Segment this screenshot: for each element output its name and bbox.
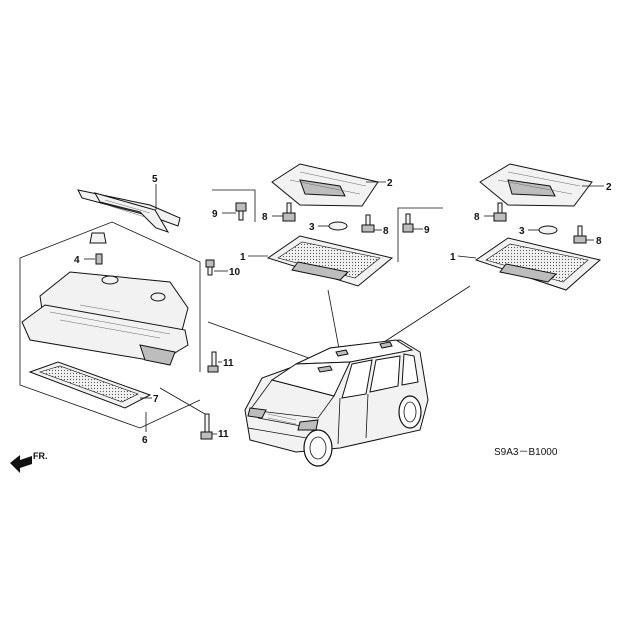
callout-1a: 1	[240, 252, 246, 263]
clip-part	[89, 232, 107, 265]
console-body	[21, 271, 189, 366]
callout-3a: 3	[309, 222, 315, 233]
callout-4: 4	[74, 255, 80, 266]
lamp-housing-left	[271, 163, 379, 207]
lamp-housing-right	[479, 163, 593, 207]
leader-console-to-car	[207, 321, 321, 363]
callout-3b: 3	[519, 226, 525, 237]
lens-plate	[28, 361, 152, 409]
bulb-left	[328, 221, 348, 231]
forward-direction-arrow: FR.	[10, 451, 48, 473]
callout-10: 10	[229, 267, 241, 278]
frame-9-left	[212, 189, 256, 222]
leader-11-lower	[159, 387, 217, 435]
mounting-bracket	[77, 189, 181, 233]
callout-6: 6	[142, 435, 148, 446]
map-light-group-left: 2 9 8 3 8	[212, 163, 394, 287]
lens-cover-right	[474, 237, 602, 291]
lens-cover-left	[266, 235, 394, 287]
direction-label: FR.	[33, 451, 48, 461]
assembly-frame	[19, 221, 201, 429]
callout-8b: 8	[383, 226, 389, 237]
vehicle-illustration	[244, 339, 429, 467]
callout-1b: 1	[450, 252, 456, 263]
callout-8c: 8	[474, 212, 480, 223]
callout-8a: 8	[262, 212, 268, 223]
map-light-group-right: 9 2 8 3 8	[397, 163, 612, 291]
callout-9b: 9	[424, 225, 430, 236]
leader-left-light-to-car	[327, 289, 341, 355]
leader-right-light-to-car	[383, 285, 471, 343]
front-console-group: 5 4 10 11	[19, 174, 241, 446]
screw-10	[205, 259, 215, 276]
screw-8-right-a	[493, 202, 507, 222]
screw-9-right	[402, 213, 414, 233]
callout-2b: 2	[606, 182, 612, 193]
callout-11-lower: 11	[218, 429, 229, 440]
callout-8d: 8	[596, 236, 602, 247]
callout-2a: 2	[387, 178, 393, 189]
screw-11-lower	[200, 413, 213, 440]
screw-9-left	[235, 202, 247, 221]
callout-5: 5	[152, 174, 158, 185]
screw-8-left-a	[282, 202, 296, 222]
leader-1b	[457, 255, 477, 259]
callout-7: 7	[153, 394, 159, 405]
bulb-right	[538, 225, 558, 235]
screw-8-right-b	[573, 225, 587, 244]
frame-9-right	[397, 207, 443, 262]
screw-11-upper	[207, 351, 219, 373]
callout-11-upper: 11	[223, 358, 234, 369]
callout-9a: 9	[212, 209, 218, 220]
diagram-code: S9A3－B1000	[494, 447, 558, 458]
screw-8-left-b	[361, 214, 375, 233]
